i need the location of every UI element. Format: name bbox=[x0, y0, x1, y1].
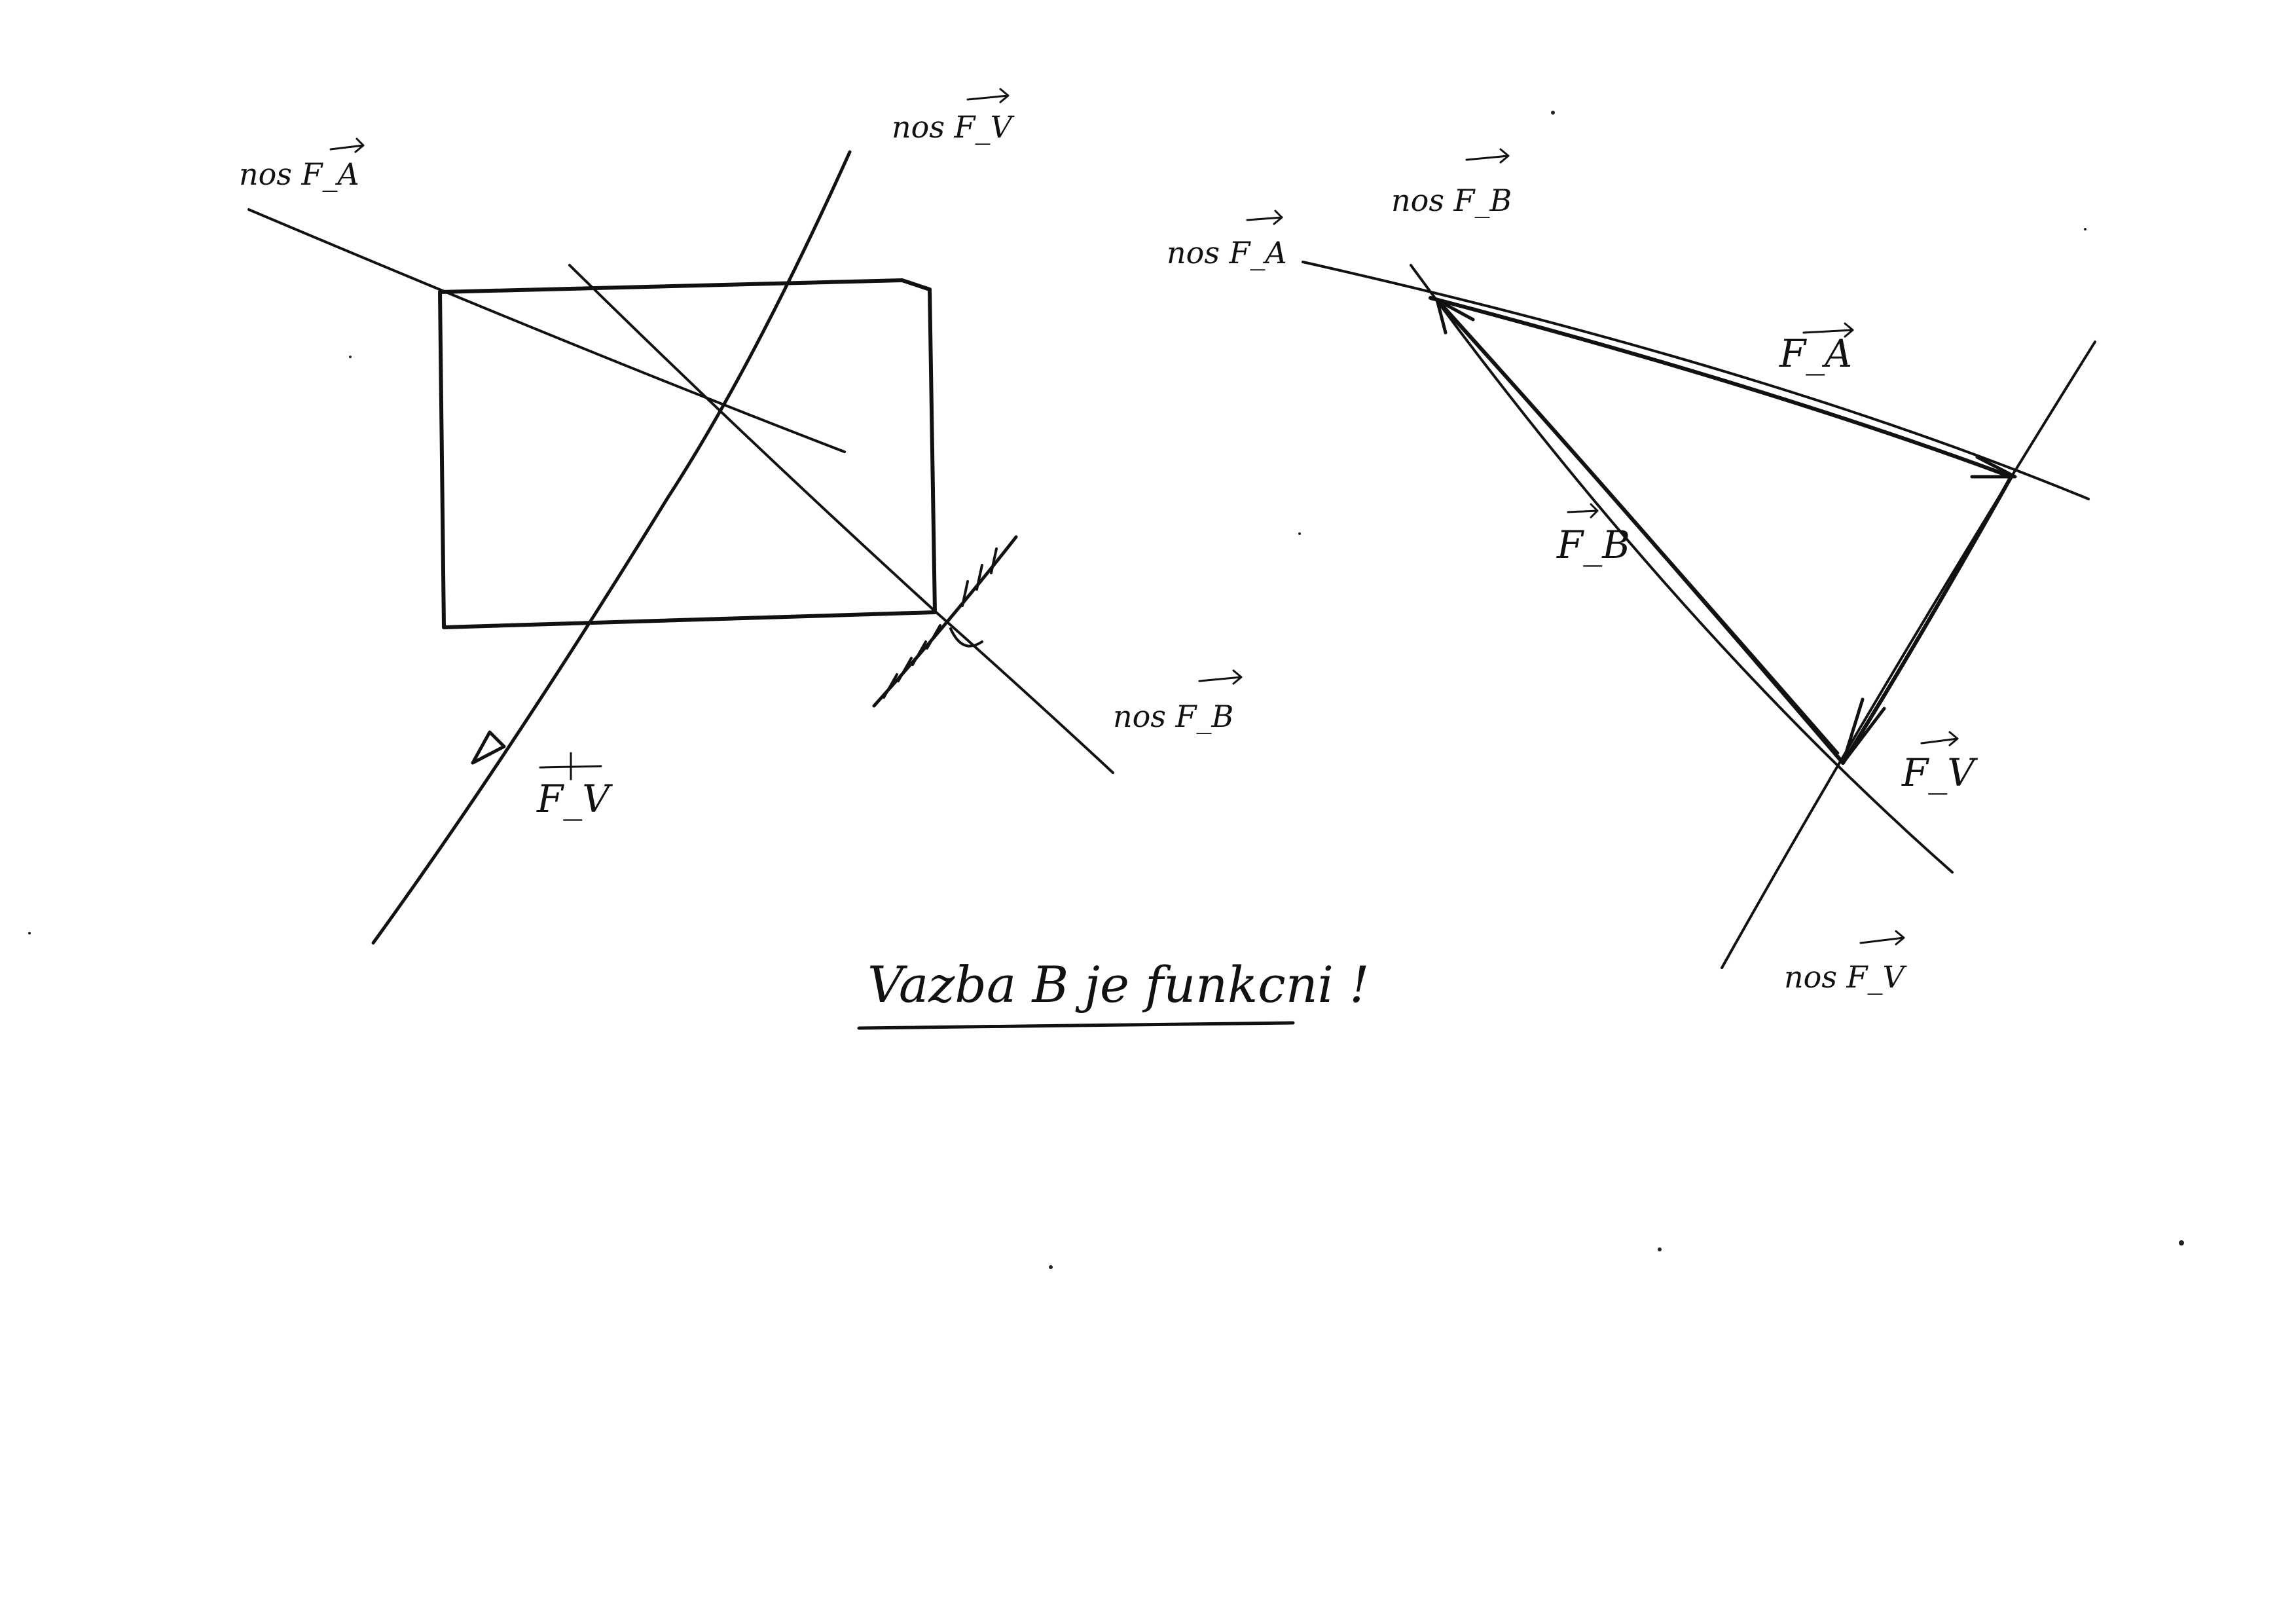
caption-underline bbox=[857, 1021, 1295, 1030]
rf-label-line-fb: nos F_B bbox=[1391, 183, 1512, 218]
support-hatching bbox=[883, 547, 998, 699]
label-force-fv-vector-arrow bbox=[539, 752, 602, 781]
right-angle-mark bbox=[949, 627, 983, 648]
label-line-fb: nos F_B bbox=[1113, 699, 1233, 734]
right-figure: nos F_B nos F_A F_A F_B F_V nos F_V bbox=[1167, 148, 2096, 995]
rf-line-of-action-fb bbox=[1410, 264, 1954, 874]
line-to-support-b bbox=[568, 264, 938, 614]
rf-label-line-fa: nos F_A bbox=[1167, 235, 1287, 270]
line-of-action-fb bbox=[935, 611, 1114, 774]
rf-label-line-fv: nos F_V bbox=[1784, 959, 1907, 995]
caption-text: Vazba B je funkcni ! bbox=[867, 955, 1370, 1014]
label-line-fb-vector-arrow bbox=[1198, 669, 1243, 685]
label-line-fa-vector-arrow bbox=[329, 138, 365, 153]
vector-fv bbox=[1841, 475, 2013, 765]
vector-fb-arrowhead bbox=[1435, 298, 1475, 335]
label-line-fv: nos F_V bbox=[892, 109, 1015, 145]
label-line-fv-vector-arrow bbox=[966, 88, 1010, 103]
rf-line-of-action-fa bbox=[1302, 261, 2090, 500]
fv-arrowhead bbox=[471, 730, 506, 765]
label-force-fa-vector-arrow bbox=[1802, 322, 1854, 338]
rf-label-line-fb-vector-arrow bbox=[1465, 148, 1510, 164]
support-surface bbox=[872, 535, 1018, 708]
rf-label-line-fa-vector-arrow bbox=[1246, 210, 1283, 225]
line-of-action-fa bbox=[247, 208, 846, 453]
label-force-fa: F_A bbox=[1779, 331, 1852, 376]
vector-fb-second-stroke bbox=[1444, 306, 1840, 754]
rf-label-force-fv: F_V bbox=[1901, 750, 1978, 795]
label-line-fa: nos F_A bbox=[239, 157, 359, 192]
scan-specks bbox=[28, 111, 2184, 1269]
vector-fa bbox=[1429, 296, 2013, 479]
rf-line-of-action-fv bbox=[1721, 341, 2096, 969]
rf-label-force-fv-vector-arrow bbox=[1920, 731, 1959, 747]
line-of-action-fv bbox=[371, 150, 852, 945]
label-force-fb: F_B bbox=[1556, 523, 1630, 567]
label-force-fv: F_V bbox=[536, 777, 613, 821]
rf-label-line-fv-vector-arrow bbox=[1859, 930, 1905, 946]
body-rectangle bbox=[438, 278, 937, 629]
caption-group: Vazba B je funkcni ! bbox=[857, 955, 1370, 1030]
label-force-fb-vector-arrow bbox=[1567, 503, 1599, 519]
left-figure: nos F_A nos F_V nos F_B F_V bbox=[239, 88, 1243, 945]
vector-fa-arrowhead bbox=[1970, 455, 2017, 479]
